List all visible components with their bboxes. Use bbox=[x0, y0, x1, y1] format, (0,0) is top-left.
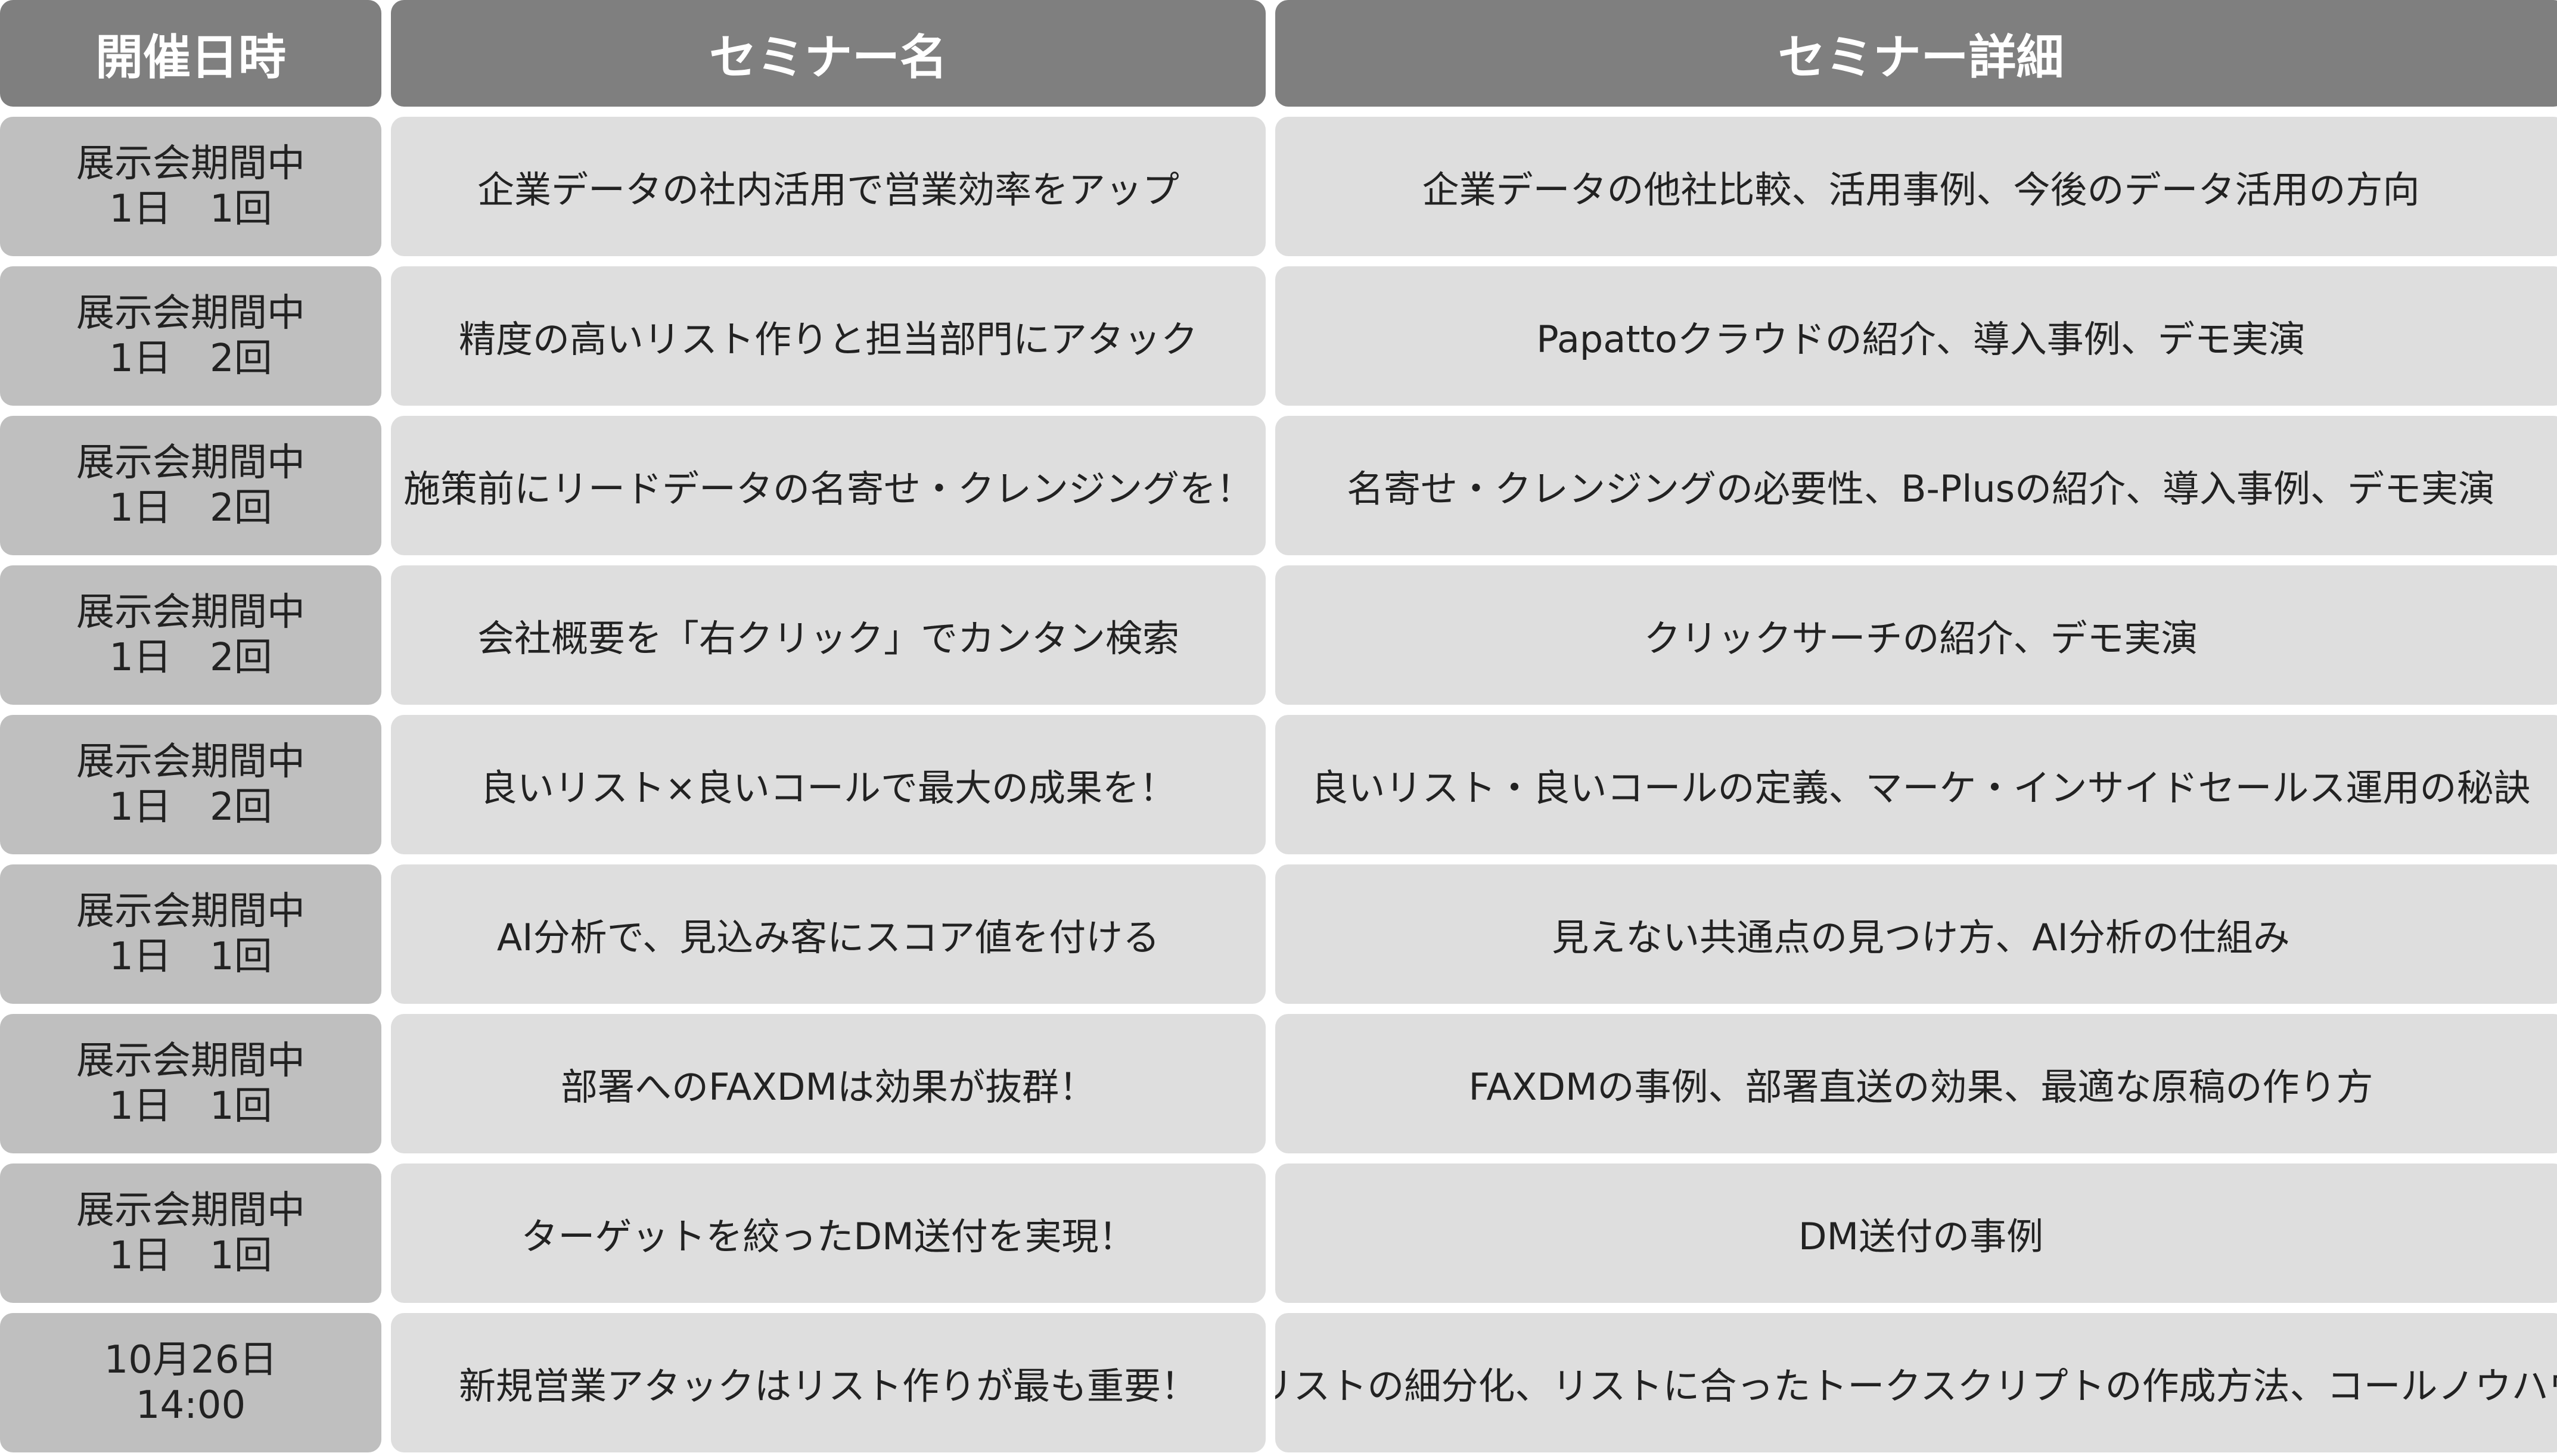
seminar-name-text: 施策前にリードデータの名寄せ・クレンジングを！ bbox=[403, 467, 1254, 511]
header-detail: セミナー詳細 bbox=[1275, 0, 2557, 107]
date-line2: 1日 2回 bbox=[109, 785, 272, 829]
header-detail-label: セミナー詳細 bbox=[1778, 29, 2064, 85]
date-line2: 1日 2回 bbox=[109, 337, 272, 381]
row-seminar-name: 会社概要を「右クリック」でカンタン検索 bbox=[391, 565, 1266, 705]
date-line1: 展示会期間中 bbox=[76, 740, 305, 784]
seminar-name-text: 良いリスト×良いコールで最大の成果を！ bbox=[480, 766, 1176, 810]
seminar-name-text: 精度の高いリスト作りと担当部門にアタック bbox=[458, 318, 1198, 361]
seminar-detail-text: 見えない共通点の見つけ方、AI分析の仕組み bbox=[1552, 916, 2290, 959]
row-seminar-name: 企業データの社内活用で営業効率をアップ bbox=[391, 117, 1266, 256]
date-line2: 1日 1回 bbox=[109, 935, 272, 979]
date-line2: 1日 1回 bbox=[109, 1234, 272, 1278]
row-seminar-detail: Papattoクラウドの紹介、導入事例、デモ実演 bbox=[1275, 266, 2557, 406]
date-line1: 10月26日 bbox=[104, 1338, 278, 1382]
row-seminar-detail: 良いリスト・良いコールの定義、マーケ・インサイドセールス運用の秘訣 bbox=[1275, 715, 2557, 854]
row-seminar-name: 良いリスト×良いコールで最大の成果を！ bbox=[391, 715, 1266, 854]
row-seminar-detail: 名寄せ・クレンジングの必要性、B-Plusの紹介、導入事例、デモ実演 bbox=[1275, 416, 2557, 555]
date-line1: 展示会期間中 bbox=[76, 291, 305, 335]
seminar-detail-text: クリックサーチの紹介、デモ実演 bbox=[1643, 617, 2198, 660]
date-line2: 1日 1回 bbox=[109, 1084, 272, 1128]
seminar-name-text: 部署へのFAXDMは効果が抜群！ bbox=[560, 1065, 1096, 1109]
seminar-name-text: 会社概要を「右クリック」でカンタン検索 bbox=[477, 617, 1179, 660]
row-seminar-detail: DM送付の事例 bbox=[1275, 1163, 2557, 1303]
seminar-detail-text: 企業データの他社比較、活用事例、今後のデータ活用の方向 bbox=[1422, 168, 2420, 211]
header-name-label: セミナー名 bbox=[709, 29, 947, 85]
seminar-name-text: AI分析で、見込み客にスコア値を付ける bbox=[496, 916, 1160, 959]
seminar-detail-text: DM送付の事例 bbox=[1798, 1215, 2044, 1258]
date-line2: 1日 1回 bbox=[109, 187, 272, 231]
date-line1: 展示会期間中 bbox=[76, 1039, 305, 1083]
seminar-detail-text: リストの細分化、リストに合ったトークスクリプトの作成方法、コールノウハウ bbox=[1275, 1364, 2557, 1408]
row-seminar-detail: クリックサーチの紹介、デモ実演 bbox=[1275, 565, 2557, 705]
row-seminar-name: 新規営業アタックはリスト作りが最も重要！ bbox=[391, 1313, 1266, 1452]
row-seminar-detail: 見えない共通点の見つけ方、AI分析の仕組み bbox=[1275, 864, 2557, 1004]
row-seminar-name: 精度の高いリスト作りと担当部門にアタック bbox=[391, 266, 1266, 406]
row-seminar-detail: FAXDMの事例、部署直送の効果、最適な原稿の作り方 bbox=[1275, 1014, 2557, 1153]
header-date-label: 開催日時 bbox=[95, 29, 286, 85]
date-line1: 展示会期間中 bbox=[76, 1189, 305, 1233]
header-name: セミナー名 bbox=[391, 0, 1266, 107]
row-seminar-name: 部署へのFAXDMは効果が抜群！ bbox=[391, 1014, 1266, 1153]
seminar-name-text: 新規営業アタックはリスト作りが最も重要！ bbox=[458, 1364, 1198, 1408]
row-seminar-name: 施策前にリードデータの名寄せ・クレンジングを！ bbox=[391, 416, 1266, 555]
row-seminar-detail: リストの細分化、リストに合ったトークスクリプトの作成方法、コールノウハウ bbox=[1275, 1313, 2557, 1452]
date-line1: 展示会期間中 bbox=[76, 142, 305, 186]
date-line2: 14:00 bbox=[135, 1383, 246, 1427]
seminar-detail-text: Papattoクラウドの紹介、導入事例、デモ実演 bbox=[1536, 318, 2306, 361]
date-line1: 展示会期間中 bbox=[76, 441, 305, 485]
seminar-detail-text: FAXDMの事例、部署直送の効果、最適な原稿の作り方 bbox=[1468, 1065, 2373, 1109]
seminar-name-text: 企業データの社内活用で営業効率をアップ bbox=[477, 168, 1179, 211]
date-line2: 1日 2回 bbox=[109, 486, 272, 530]
row-seminar-name: AI分析で、見込み客にスコア値を付ける bbox=[391, 864, 1266, 1004]
header-date: 開催日時 bbox=[0, 0, 381, 107]
date-line2: 1日 2回 bbox=[109, 636, 272, 680]
seminar-detail-text: 良いリスト・良いコールの定義、マーケ・インサイドセールス運用の秘訣 bbox=[1311, 766, 2531, 810]
row-seminar-name: ターゲットを絞ったDM送付を実現！ bbox=[391, 1163, 1266, 1303]
date-line1: 展示会期間中 bbox=[76, 590, 305, 634]
date-line1: 展示会期間中 bbox=[76, 889, 305, 934]
row-seminar-detail: 企業データの他社比較、活用事例、今後のデータ活用の方向 bbox=[1275, 117, 2557, 256]
seminar-name-text: ターゲットを絞ったDM送付を実現！ bbox=[521, 1215, 1136, 1258]
seminar-detail-text: 名寄せ・クレンジングの必要性、B-Plusの紹介、導入事例、デモ実演 bbox=[1346, 467, 2496, 511]
